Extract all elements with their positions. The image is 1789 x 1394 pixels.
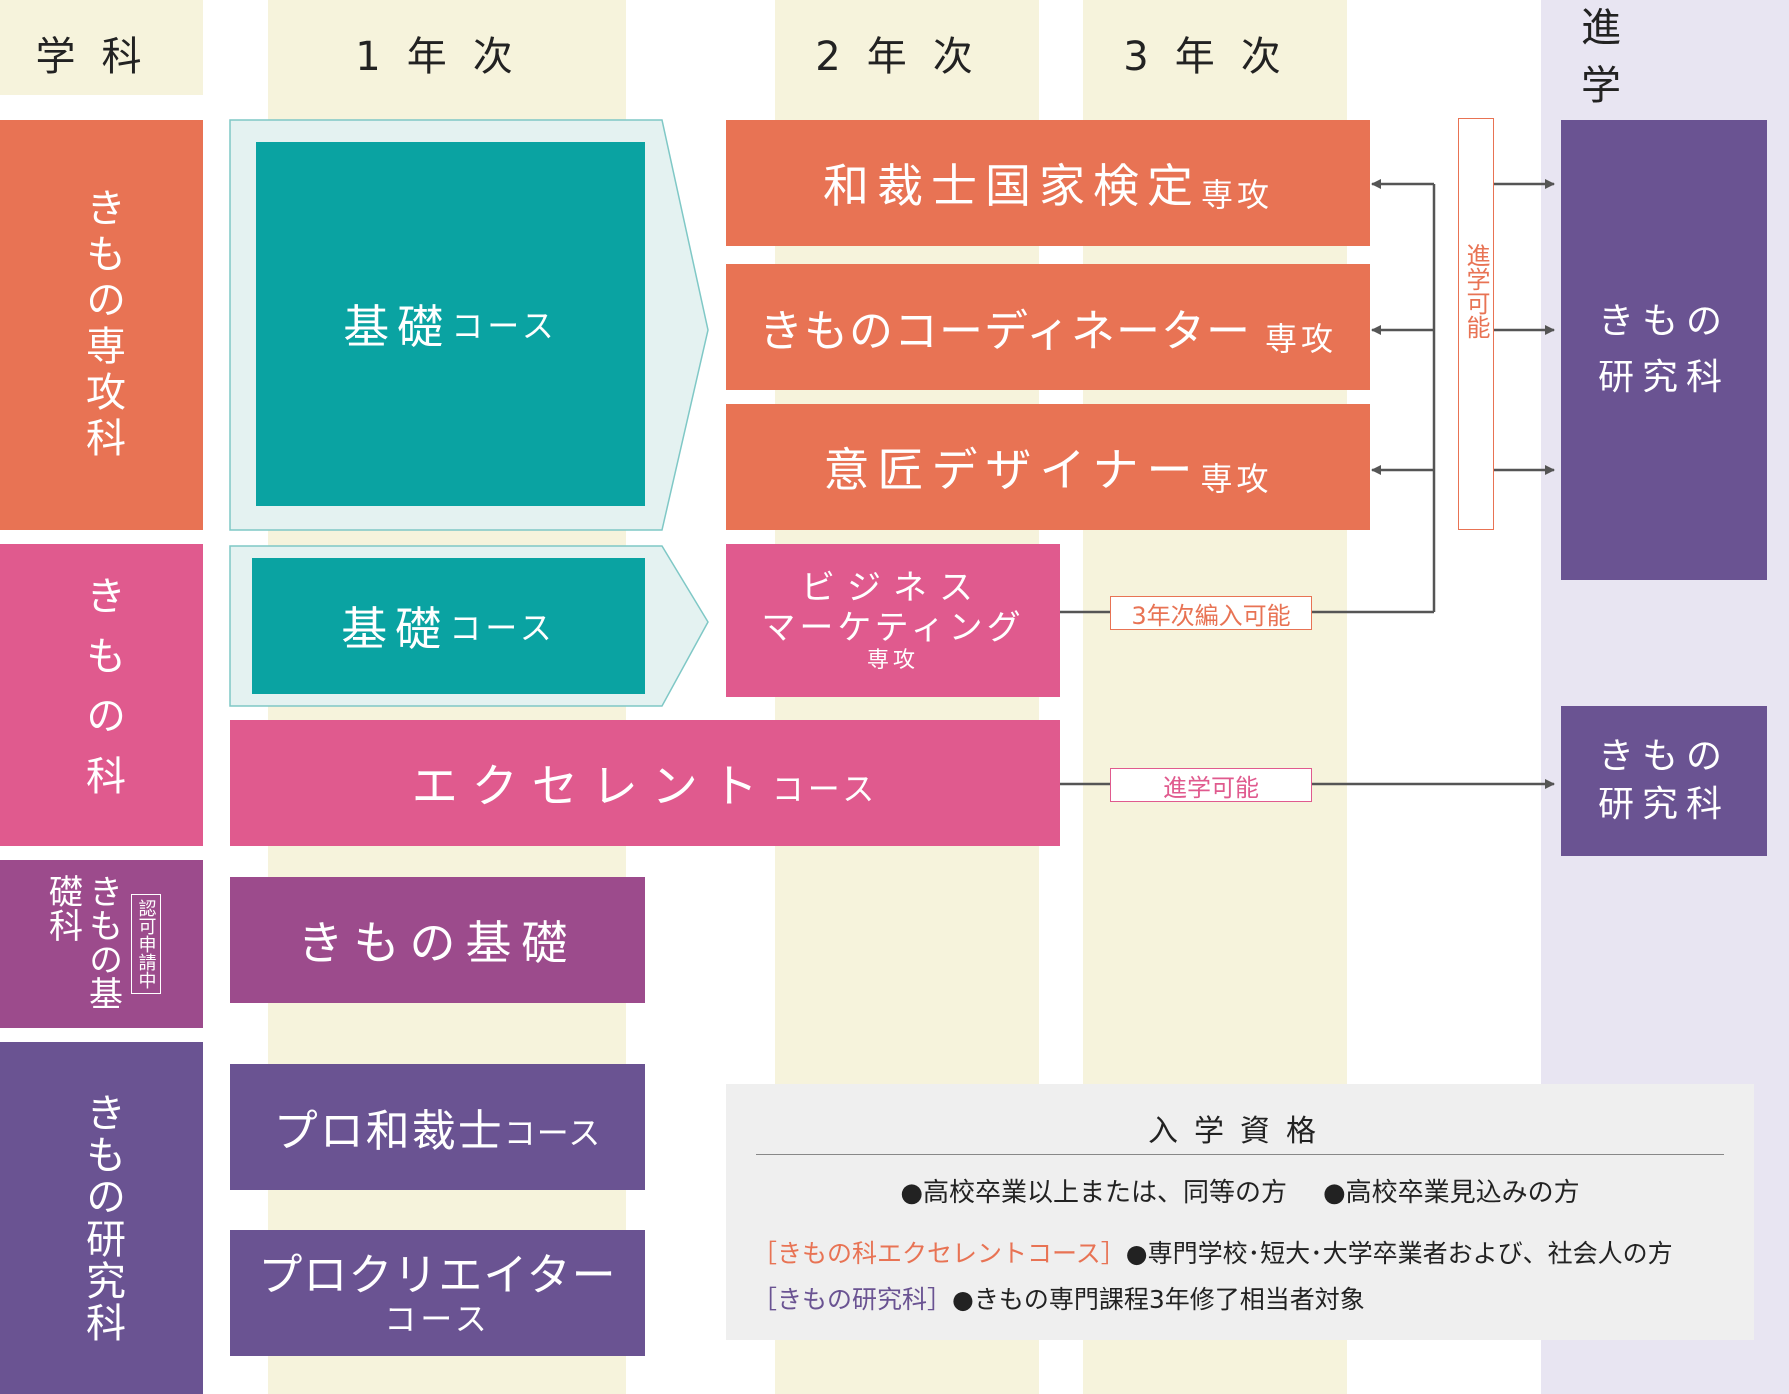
- header-year2: 2年次: [815, 33, 999, 80]
- course-kiso-2[interactable]: 基礎コース: [252, 558, 645, 694]
- dept-kimono-basic: きもの基礎科 認可申請中: [0, 860, 203, 1028]
- course-coordinator[interactable]: きものコーディネーター専攻: [726, 264, 1370, 390]
- admission-divider: [756, 1154, 1724, 1155]
- destination-research-1[interactable]: きもの 研究科: [1561, 120, 1767, 580]
- course-pro-creator[interactable]: プロクリエイター コース: [230, 1230, 645, 1356]
- course-excellent[interactable]: エクセレントコース: [230, 720, 1060, 846]
- header-department: 学科: [35, 33, 168, 80]
- advance-possible-label: 進学可能: [1110, 768, 1312, 802]
- admission-title: 入学資格: [1148, 1114, 1332, 1149]
- approval-pending-badge: 認可申請中: [130, 894, 161, 994]
- dept-kimono-basic-label: きもの基礎科: [42, 874, 123, 1010]
- transfer-year3-label: 3年次編入可能: [1110, 596, 1312, 630]
- header-year3: 3年次: [1123, 33, 1307, 80]
- department-header-bg: [0, 0, 203, 95]
- dept-kimono: きもの科: [0, 544, 203, 846]
- header-advance: 進学: [1581, 4, 1717, 109]
- course-kimono-kiso[interactable]: きもの基礎: [230, 877, 645, 1003]
- course-business[interactable]: ビジネス マーケティング 専攻: [726, 544, 1060, 697]
- dept-kimono-research: きもの研究科: [0, 1042, 203, 1394]
- course-kiso-1[interactable]: 基礎コース: [256, 142, 645, 506]
- course-wasaishi[interactable]: 和裁士国家検定専攻: [726, 120, 1370, 246]
- dept-kimono-major: きもの専攻科: [0, 120, 203, 530]
- course-pro-wasaishi[interactable]: プロ和裁士コース: [230, 1064, 645, 1190]
- admission-general: ●高校卒業以上または、同等の方●高校卒業見込みの方: [900, 1178, 1580, 1208]
- course-ishou[interactable]: 意匠デザイナー専攻: [726, 404, 1370, 530]
- admission-excellent: ［きもの科エクセレントコース］●専門学校･短大･大学卒業者および、社会人の方: [752, 1239, 1673, 1268]
- header-year1: 1年次: [355, 33, 539, 80]
- vertical-advance-label: 進学可能: [1458, 118, 1494, 530]
- admission-research: ［きもの研究科］●きもの専門課程3年修了相当者対象: [752, 1285, 1365, 1314]
- destination-research-2[interactable]: きもの 研究科: [1561, 706, 1767, 856]
- admission-panel: 入学資格 ●高校卒業以上または、同等の方●高校卒業見込みの方 ［きもの科エクセレ…: [726, 1084, 1754, 1340]
